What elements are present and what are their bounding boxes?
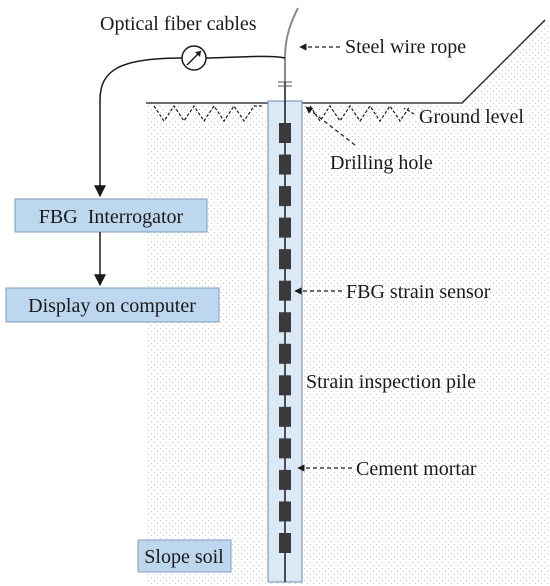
- drilling-hole-label: Drilling hole: [330, 152, 433, 174]
- pile-label: Strain inspection pile: [306, 371, 476, 393]
- optical-fiber-cable: [206, 55, 286, 59]
- interrogator-box: [14, 198, 208, 233]
- optical-fiber-label: Optical fiber cables: [100, 13, 257, 35]
- slope-soil-box: [137, 539, 232, 573]
- interrogator-label: FBG Interrogator: [39, 206, 184, 228]
- fbg-strain-sensor: [279, 312, 291, 333]
- fbg-strain-sensor: [279, 186, 291, 207]
- display-label: Display on computer: [28, 295, 196, 317]
- drilling-hole-leader: [305, 106, 356, 146]
- ground-line: [146, 19, 546, 104]
- fiber-connector-icon: [181, 45, 207, 71]
- ground-level-label: Ground level: [419, 106, 524, 128]
- ground-level-leader: [403, 107, 415, 115]
- steel-wire-rope: [284, 7, 299, 82]
- steel-wire-label: Steel wire rope: [345, 36, 466, 58]
- ground-hatch-right: [309, 104, 411, 123]
- fbg-strain-sensor: [279, 249, 291, 270]
- fbg-strain-sensor: [279, 501, 291, 522]
- slope-soil-label: Slope soil: [144, 546, 224, 568]
- fbg-strain-sensor: [279, 343, 291, 364]
- mortar-label: Cement mortar: [356, 458, 477, 480]
- optical-fiber-cable-left: [94, 57, 183, 198]
- fbg-strain-sensor: [279, 438, 291, 459]
- fbg-strain-sensor: [279, 469, 291, 490]
- fbg-strain-sensor: [279, 533, 291, 553]
- fbg-strain-sensor: [279, 406, 291, 427]
- sensor-label: FBG strain sensor: [346, 281, 491, 303]
- slope-soil-area: [462, 20, 550, 103]
- fbg-strain-sensor: [279, 280, 291, 301]
- fbg-sensor-group: [279, 123, 291, 553]
- fbg-strain-sensor: [279, 217, 291, 238]
- fbg-strain-sensor: [279, 154, 291, 175]
- fbg-strain-sensor: [279, 375, 291, 396]
- ground-hatch-left: [153, 104, 262, 123]
- display-box: [5, 287, 220, 323]
- soil-area: [146, 103, 550, 586]
- fbg-strain-sensor: [279, 123, 291, 143]
